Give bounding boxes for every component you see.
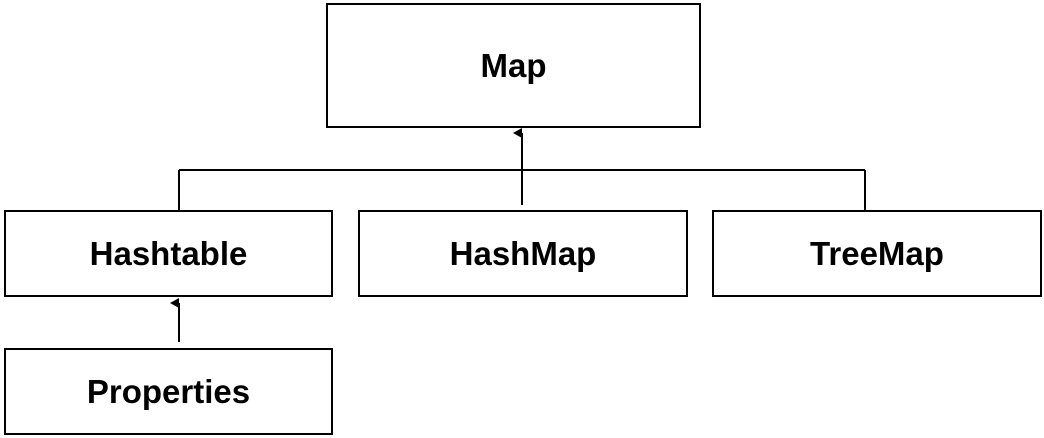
hashmap-node: HashMap: [358, 210, 688, 297]
hashmap-node-label: HashMap: [449, 234, 597, 272]
properties-node-label: Properties: [86, 372, 251, 410]
map-node: Map: [326, 3, 701, 128]
treemap-node-label: TreeMap: [810, 234, 944, 272]
properties-node: Properties: [4, 348, 333, 435]
hashtable-node: Hashtable: [4, 210, 333, 297]
hashtable-node-label: Hashtable: [89, 234, 248, 272]
map-node-label: Map: [480, 46, 547, 84]
treemap-node: TreeMap: [712, 210, 1042, 297]
